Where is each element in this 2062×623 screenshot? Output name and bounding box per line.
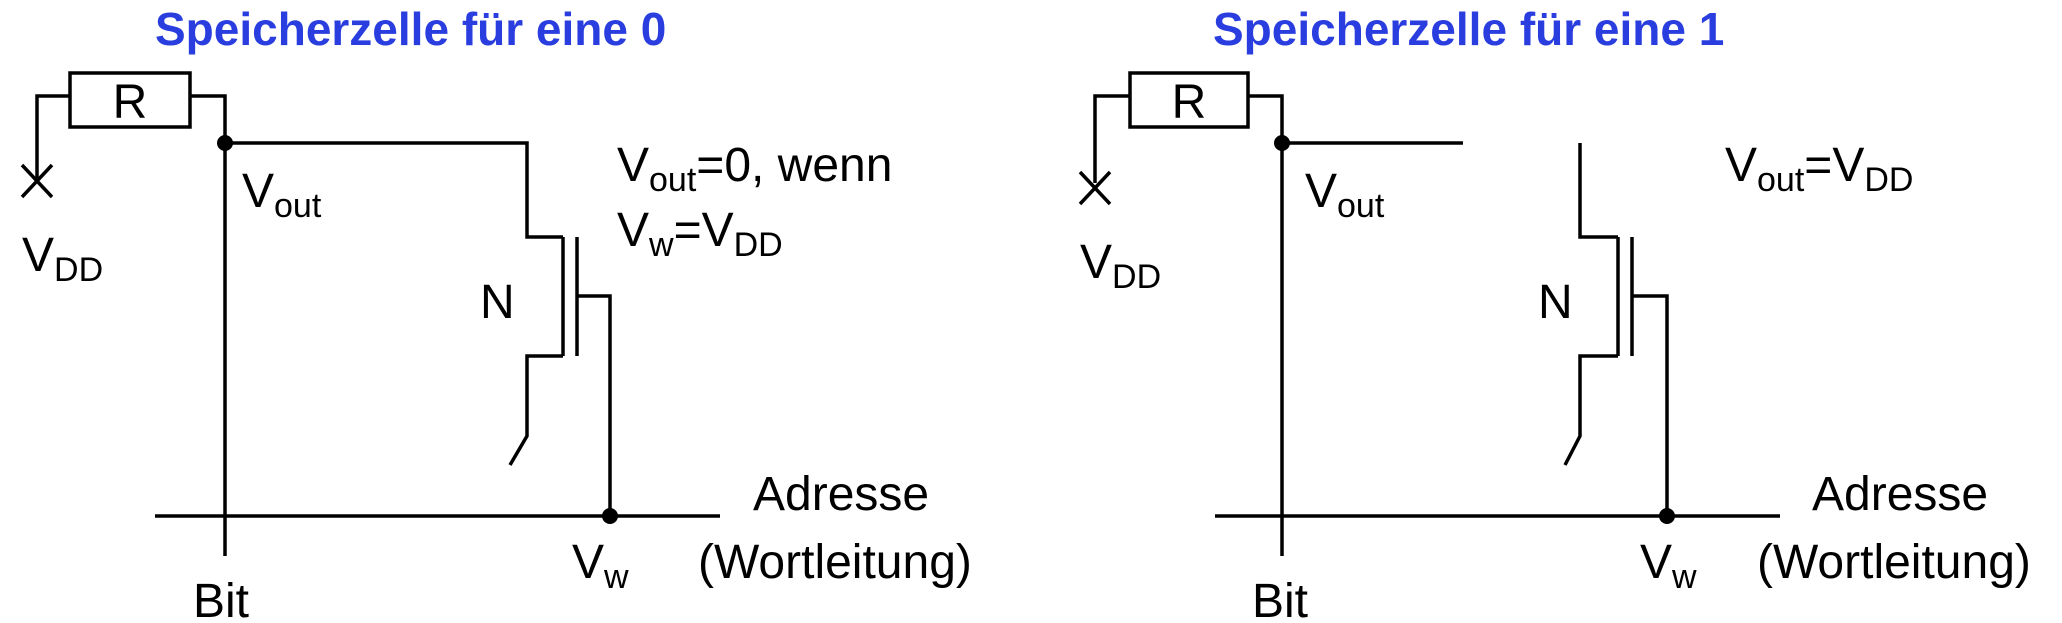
cell-0-vout-label: Vout: [242, 165, 322, 225]
cell-1-resistor: [1128, 71, 1250, 129]
cell-0-resistor-wire: [190, 94, 227, 143]
cell-1-title: Speicherzelle für eine 1: [1213, 3, 1724, 55]
cell-1-vw-label: Vw: [1640, 536, 1697, 596]
cell-0-transistor-label: N: [480, 276, 515, 329]
cell-0-supply-wire: [35, 94, 70, 183]
cell-1-vout-label: Vout: [1305, 165, 1385, 225]
cell-0-resistor-label: R: [113, 76, 148, 129]
cell-0-supply-terminal: [20, 163, 54, 199]
memory-cell-1: Speicherzelle für eine 1 VDD R Vout Bit …: [1078, 3, 2031, 623]
cell-0-wordline-label: (Wortleitung): [698, 536, 972, 589]
cell-1-resistor-wire: [1248, 94, 1284, 143]
cell-0-note-line2: Vw=VDD: [617, 204, 783, 264]
cell-0-transistor: [508, 237, 612, 516]
memory-cell-0: Speicherzelle für eine 0 VDD R Vout Bit …: [20, 3, 972, 623]
cell-0-resistor: [68, 71, 192, 129]
cell-0-vdd-label: VDD: [22, 229, 103, 289]
cell-1-resistor-label: R: [1172, 76, 1207, 129]
cell-1-vw-node: [1659, 508, 1675, 524]
cell-0-drain-wire: [225, 141, 563, 239]
cell-1-transistor-label: N: [1538, 276, 1573, 329]
cell-1-vdd-label: VDD: [1080, 236, 1161, 296]
cell-1-address-label: Adresse: [1812, 468, 1988, 521]
cell-1-wordline-label: (Wortleitung): [1757, 536, 2031, 589]
cell-0-bit-label: Bit: [193, 575, 249, 623]
cell-0-note-line1: Vout=0, wenn: [617, 139, 892, 199]
cell-1-supply-terminal: [1078, 170, 1112, 206]
cell-1-open-wire-right: [1578, 143, 1618, 239]
cell-1-note-line1: Vout=VDD: [1725, 139, 1913, 199]
cell-0-vw-label: Vw: [572, 536, 629, 596]
cell-1-supply-wire: [1093, 94, 1130, 183]
cell-0-address-label: Adresse: [753, 468, 929, 521]
cell-1-bit-label: Bit: [1252, 575, 1308, 623]
cell-0-vw-node: [602, 508, 618, 524]
cell-1-transistor: [1563, 237, 1669, 516]
cell-0-title: Speicherzelle für eine 0: [155, 3, 666, 55]
